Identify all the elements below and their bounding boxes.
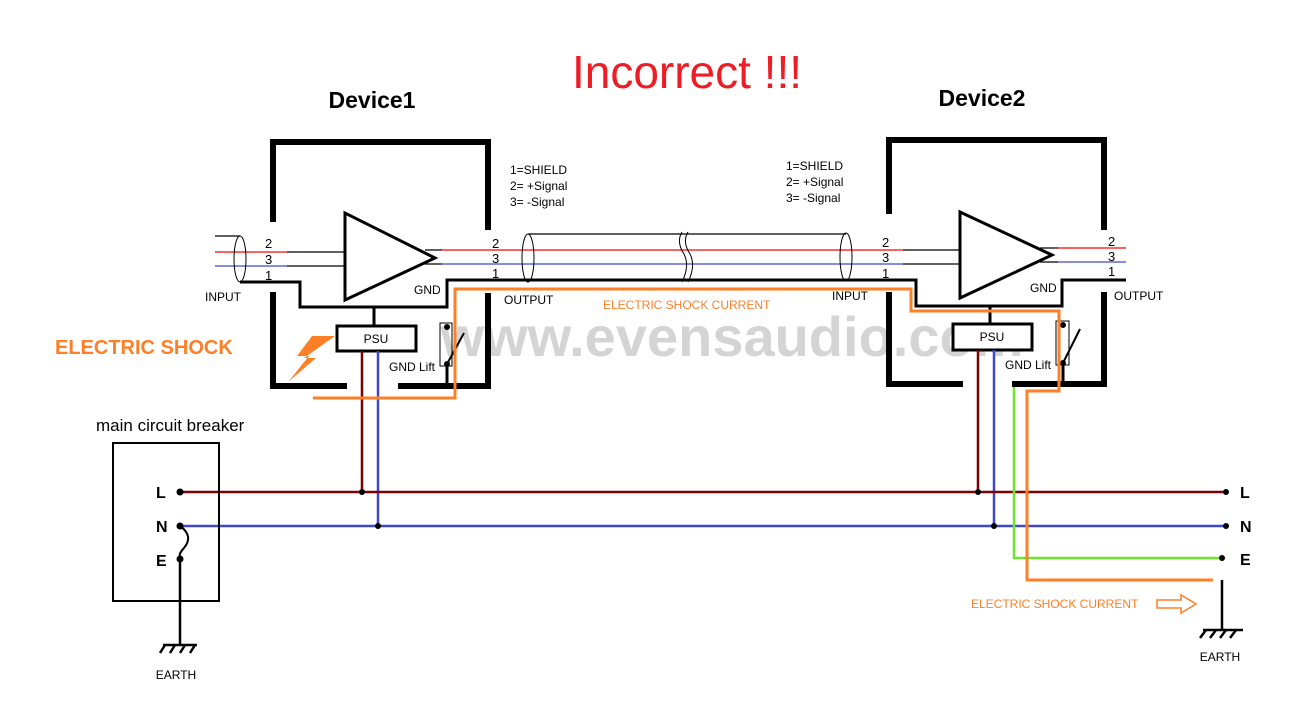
svg-text:1: 1 xyxy=(882,266,889,281)
device1-title: Device1 xyxy=(329,87,416,113)
shock-current-path xyxy=(313,287,1213,582)
device2-gnd-label: GND xyxy=(1030,281,1057,295)
lightning-bolt-icon xyxy=(288,336,335,382)
breaker-terminals: L N E xyxy=(156,485,168,570)
svg-text:1=SHIELD: 1=SHIELD xyxy=(786,159,843,173)
svg-text:2= +Signal: 2= +Signal xyxy=(510,179,567,193)
device2-gnd-lift-label: GND Lift xyxy=(1005,358,1052,372)
diagram-title: Incorrect !!! xyxy=(572,46,802,98)
right-terminals: L N E xyxy=(1240,485,1252,569)
svg-text:1=SHIELD: 1=SHIELD xyxy=(510,163,567,177)
svg-text:L: L xyxy=(1240,485,1250,502)
svg-text:2= +Signal: 2= +Signal xyxy=(786,175,843,189)
svg-text:L: L xyxy=(156,485,166,502)
svg-text:PSU: PSU xyxy=(980,330,1005,344)
device2-psu: PSU xyxy=(951,322,1034,352)
device2-amplifier xyxy=(958,209,1056,301)
svg-text:1: 1 xyxy=(492,266,499,281)
device2-input-label: INPUT xyxy=(832,289,869,303)
watermark: www.evensaudio.com xyxy=(440,305,1024,368)
device1-gnd-label: GND xyxy=(414,283,441,297)
device2-gnd-lift-switch xyxy=(1055,320,1081,366)
pin-numbers: 2 3 1 2 3 1 2 3 1 2 3 1 xyxy=(265,234,1115,283)
device1-input-label: INPUT xyxy=(205,290,242,304)
earth-label-left: EARTH xyxy=(156,668,196,682)
svg-text:E: E xyxy=(1240,552,1251,569)
svg-text:1: 1 xyxy=(265,268,272,283)
breaker-wiring xyxy=(176,488,190,645)
svg-text:2: 2 xyxy=(1108,234,1115,249)
device2-output-label: OUTPUT xyxy=(1114,289,1164,303)
svg-text:2: 2 xyxy=(265,236,272,251)
pin-legend-left: 1=SHIELD 2= +Signal 3= -Signal xyxy=(510,163,567,209)
earth-ground-icon-left xyxy=(158,643,197,654)
svg-text:3= -Signal: 3= -Signal xyxy=(510,195,564,209)
arrow-right-icon xyxy=(1156,593,1198,615)
shock-current-label: ELECTRIC SHOCK CURRENT xyxy=(603,298,771,312)
earth-ground-icon-right xyxy=(1199,628,1243,639)
cable-shields xyxy=(233,231,853,283)
device2-enclosure xyxy=(886,137,1107,387)
device1-gnd-lift-label: GND Lift xyxy=(389,360,436,374)
svg-text:3: 3 xyxy=(265,252,272,267)
main-circuit-breaker xyxy=(112,442,220,602)
svg-text:1: 1 xyxy=(1108,264,1115,279)
shock-current-label-2: ELECTRIC SHOCK CURRENT xyxy=(971,597,1139,611)
mains-wires xyxy=(180,350,1226,560)
device2-title: Device2 xyxy=(939,85,1026,111)
svg-text:3= -Signal: 3= -Signal xyxy=(786,191,840,205)
breaker-title: main circuit breaker xyxy=(96,416,245,435)
device1-amplifier xyxy=(343,210,439,303)
svg-text:3: 3 xyxy=(1108,249,1115,264)
earth-label-right: EARTH xyxy=(1200,650,1240,664)
device1-psu: PSU xyxy=(335,324,418,353)
device1-output-label: OUTPUT xyxy=(504,293,554,307)
svg-text:E: E xyxy=(156,553,167,570)
svg-text:3: 3 xyxy=(882,250,889,265)
pin-legend-right: 1=SHIELD 2= +Signal 3= -Signal xyxy=(786,159,843,205)
junction-dots xyxy=(359,489,1229,561)
electric-shock-label: ELECTRIC SHOCK xyxy=(55,337,233,359)
svg-text:N: N xyxy=(156,519,168,536)
svg-text:2: 2 xyxy=(492,236,499,251)
svg-text:PSU: PSU xyxy=(364,332,389,346)
shield-ground-wires xyxy=(240,278,1126,386)
device1-enclosure xyxy=(270,139,491,389)
svg-text:2: 2 xyxy=(882,235,889,250)
svg-text:N: N xyxy=(1240,519,1252,536)
svg-text:3: 3 xyxy=(492,251,499,266)
